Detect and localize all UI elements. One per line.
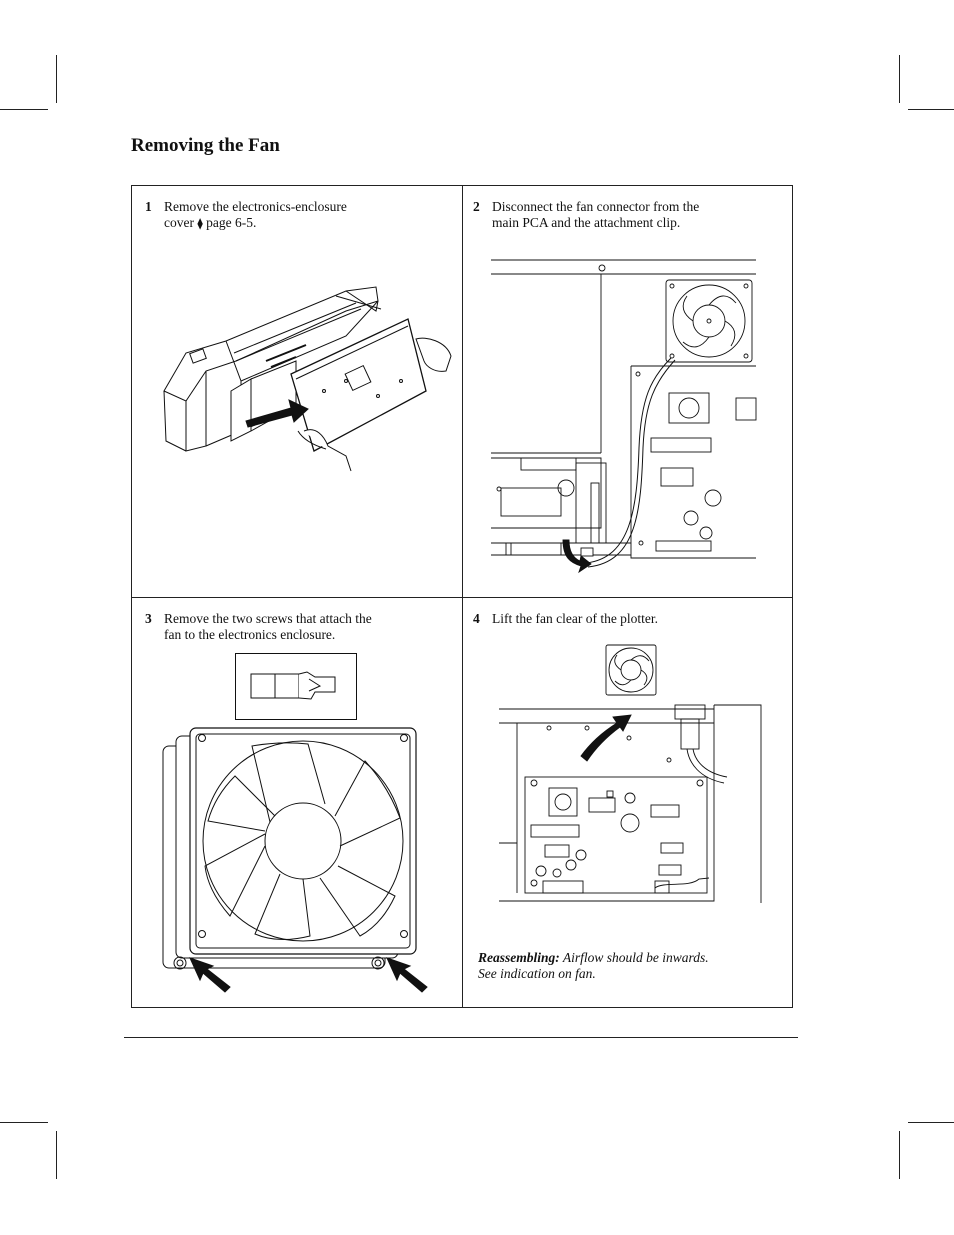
step-text: Lift the fan clear of the plotter. [492,611,659,626]
crop-mark [0,109,48,111]
torx-screwdriver-bit-icon [235,653,357,720]
fan-lifted-from-plotter [499,644,762,903]
crop-mark [908,1122,954,1124]
procedure-table: 1 Remove the electronics-enclosure cover… [131,185,793,1008]
page-title: Removing the Fan [131,135,280,156]
footer-divider [124,1037,798,1039]
crop-mark [56,1131,58,1179]
step-number: 2 [473,199,480,214]
fan-connector-on-main-pca [491,259,757,574]
step-2-cell: 2 Disconnect the fan connector from the … [463,186,793,598]
crop-mark [56,55,58,103]
crop-mark [0,1122,48,1124]
step-4-cell: 4 Lift the fan clear of the plotter. [463,598,793,1008]
fan-with-screw-arrows [162,727,428,993]
step-text: Remove the electronics-enclosure [164,199,347,214]
step-text: Disconnect the fan connector from the [492,199,700,214]
page-reference-arrow-icon: ⧫ [197,218,203,230]
step-text: fan to the electronics enclosure. [164,627,336,642]
reassembly-text: Airflow should be inwards. [559,950,709,965]
step-number: 4 [473,611,480,626]
step-text: Remove the two screws that attach the [164,611,372,626]
plotter-enclosure-cover-removal [163,286,452,472]
reassembly-note: Reassembling: Airflow should be inwards.… [478,950,778,982]
step-text-link: cover ⧫ page 6-5. [164,215,257,230]
reassembly-label: Reassembling: [478,950,560,965]
crop-mark [899,1131,901,1179]
step-number: 1 [145,199,152,214]
step-text: main PCA and the attachment clip. [492,215,681,230]
step-1-cell: 1 Remove the electronics-enclosure cover… [132,186,463,598]
reassembly-text: See indication on fan. [478,966,596,981]
crop-mark [899,55,901,103]
step-3-cell: 3 Remove the two screws that attach the … [132,598,463,1008]
step-number: 3 [145,611,152,626]
crop-mark [908,109,954,111]
